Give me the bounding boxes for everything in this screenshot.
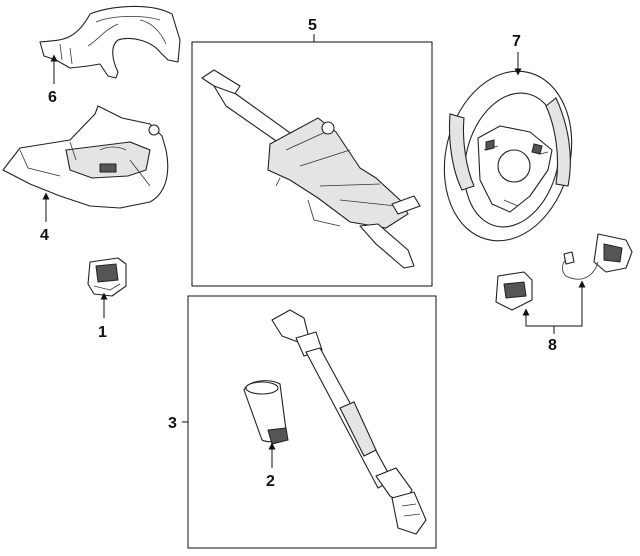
steering-wheel-part[interactable] [427,58,589,255]
leader-8 [522,280,586,327]
callout-5: 5 [308,17,317,34]
wheel-switches-part[interactable] [495,233,633,311]
callout-3: 3 [168,415,177,432]
callout-8: 8 [548,337,557,354]
callout-2: 2 [266,473,275,490]
ignition-switch-part[interactable] [87,257,127,297]
lower-column-shroud-part[interactable] [2,105,169,209]
callout-4: 4 [40,227,49,244]
callout-6: 6 [48,89,57,106]
callout-1: 1 [98,324,107,341]
column-group-box [191,41,433,287]
shaft-boot-part[interactable] [243,380,289,445]
steering-column-assembly-part[interactable] [201,69,421,269]
upper-column-shroud-part[interactable] [39,5,181,79]
intermediate-shaft-part[interactable] [271,309,427,535]
callout-7: 7 [512,33,521,50]
